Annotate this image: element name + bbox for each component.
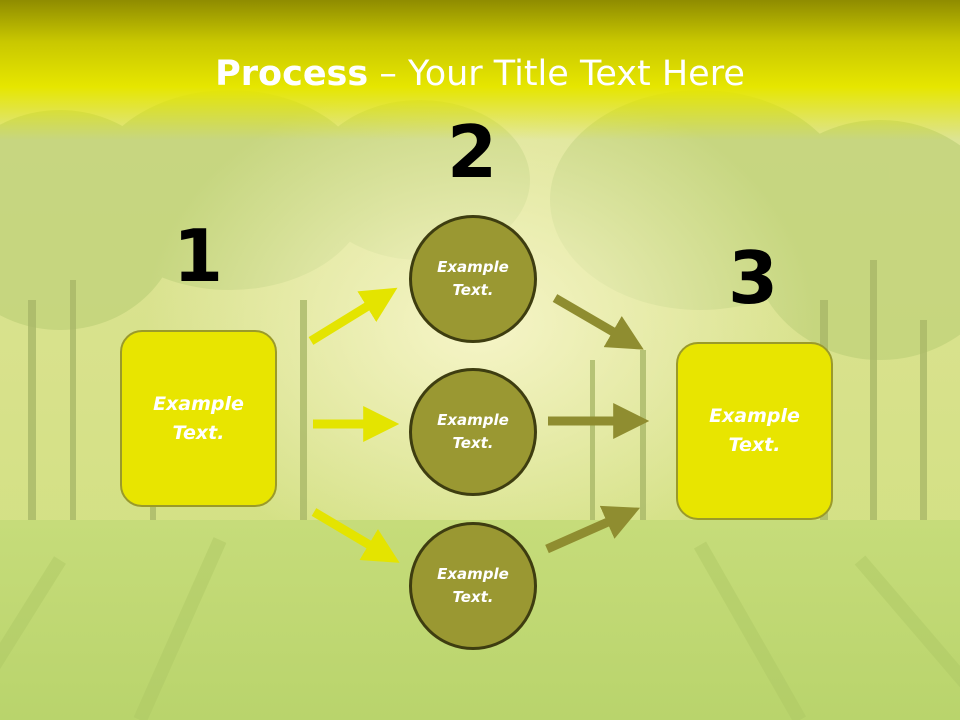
arrow-right-icon xyxy=(308,287,398,345)
arrow-right-icon xyxy=(311,508,400,563)
arrow-right-icon xyxy=(552,294,644,350)
title-band xyxy=(0,0,960,140)
step-number-2: 2 xyxy=(446,110,498,194)
step-2-circle-top: Example Text. xyxy=(409,215,537,343)
slide-title: Process – Your Title Text Here xyxy=(0,50,960,98)
step-2-circle-middle: Example Text. xyxy=(409,368,537,496)
arrow-right-icon xyxy=(545,505,641,554)
step-1-box: Example Text. xyxy=(120,330,277,507)
circle-text: Example Text. xyxy=(437,258,509,299)
step-number-3: 3 xyxy=(727,236,779,320)
circle-text: Example Text. xyxy=(437,565,509,606)
circle-text: Example Text. xyxy=(437,411,509,452)
step-3-box: Example Text. xyxy=(676,342,833,520)
step-1-text: Example Text. xyxy=(153,392,244,444)
title-bold: Process xyxy=(215,54,369,94)
title-rest: – Your Title Text Here xyxy=(368,54,745,94)
step-3-text: Example Text. xyxy=(709,405,800,456)
step-2-circle-bottom: Example Text. xyxy=(409,522,537,650)
step-number-1: 1 xyxy=(172,214,224,298)
